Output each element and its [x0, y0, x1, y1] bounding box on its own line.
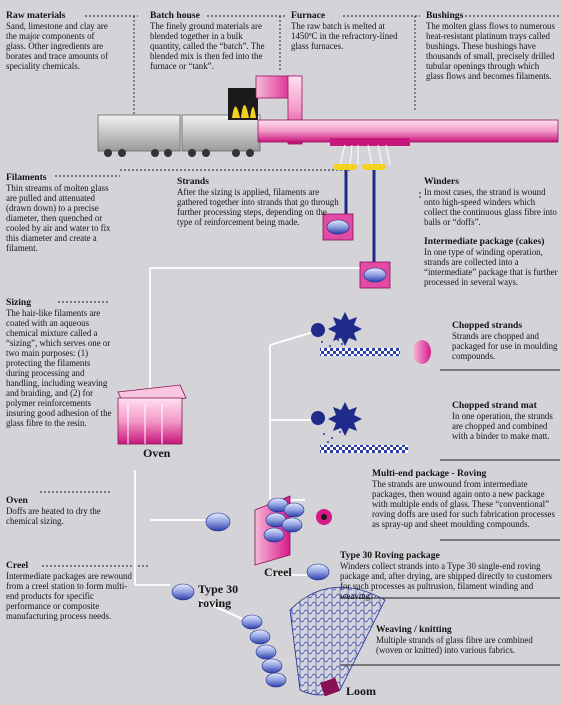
bushings-text: The molten glass flows to numerous heat-… — [426, 21, 555, 81]
winders-block: Winders In most cases, the strand is wou… — [424, 176, 558, 227]
chopped-strands-shape — [311, 312, 431, 364]
multi-end-roving-block: Multi-end package - Roving The strands a… — [372, 468, 560, 529]
intermediate-package-text: In one type of winding operation, strand… — [424, 247, 558, 287]
type30-roving-title: Type 30 Roving package — [340, 550, 440, 561]
chopped-mat-title: Chopped strand mat — [452, 400, 537, 411]
batch-trucks — [97, 114, 261, 157]
oven-label: Oven — [143, 446, 171, 460]
weaving-knitting-title: Weaving / knitting — [376, 624, 452, 635]
chopped-mat-shape — [311, 402, 408, 453]
sizing-title: Sizing — [6, 297, 32, 308]
creel-label: Creel — [264, 565, 292, 579]
intermediate-package-block: Intermediate package (cakes) In one type… — [424, 236, 558, 287]
type30-roving-block: Type 30 Roving package Winders collect s… — [340, 550, 558, 601]
furnace-text: The raw batch is melted at 1450ºC in the… — [291, 21, 398, 51]
oven-shape — [117, 384, 187, 445]
intermediate-package-title: Intermediate package (cakes) — [424, 236, 545, 247]
multi-end-roving-text: The strands are unwound from intermediat… — [372, 479, 555, 529]
strands-title: Strands — [177, 176, 209, 187]
bushings-title: Bushings — [426, 10, 464, 21]
chopped-mat-block: Chopped strand mat In one operation, the… — [452, 400, 560, 441]
strands-text: After the sizing is applied, filaments a… — [177, 187, 339, 227]
filaments-text: Thin streams of molten glass are pulled … — [6, 183, 111, 253]
creel-block: Creel Intermediate packages are rewound … — [6, 560, 132, 621]
sizing-block: Sizing The hair-like filaments are coate… — [6, 297, 112, 428]
type30-label-line2: roving — [198, 596, 232, 610]
batch-house-text: The finely ground materials are blended … — [150, 21, 265, 71]
type30-label-line1: Type 30 — [198, 582, 239, 596]
oven-title: Oven — [6, 495, 28, 506]
filaments-title: Filaments — [6, 172, 47, 183]
chopped-mat-text: In one operation, the strands are choppe… — [452, 411, 553, 441]
creel-text: Intermediate packages are rewound from a… — [6, 571, 132, 621]
bushings-block: Bushings The molten glass flows to numer… — [426, 10, 556, 81]
raw-materials-block: Raw materials Sand, limestone and clay a… — [6, 10, 116, 71]
creel-title: Creel — [6, 560, 29, 571]
oven-block: Oven Doffs are heated to dry the chemica… — [6, 495, 102, 526]
weaving-knitting-block: Weaving / knitting Multiple strands of g… — [376, 624, 558, 655]
raw-materials-text: Sand, limestone and clay are the major c… — [6, 21, 109, 71]
furnace-block: Furnace The raw batch is melted at 1450º… — [291, 10, 401, 51]
type30-shape — [171, 563, 330, 601]
batch-house-block: Batch house The finely ground materials … — [150, 10, 268, 71]
winders-text: In most cases, the strand is wound onto … — [424, 187, 557, 227]
furnace-shape — [255, 75, 559, 146]
leader-lines — [40, 15, 560, 567]
multi-end-roving-title: Multi-end package - Roving — [372, 468, 487, 479]
loom-shape — [241, 586, 386, 697]
creel-shape — [205, 495, 332, 566]
batch-house-title: Batch house — [150, 10, 200, 21]
batch-feeder — [228, 88, 258, 120]
winders-title: Winders — [424, 176, 460, 187]
strands-block: Strands After the sizing is applied, fil… — [177, 176, 342, 227]
chopped-strands-block: Chopped strands Strands are chopped and … — [452, 320, 560, 361]
winder-shapes — [322, 213, 391, 289]
chopped-strands-title: Chopped strands — [452, 320, 523, 331]
chopped-strands-text: Strands are chopped and packaged for use… — [452, 331, 558, 361]
type30-roving-text: Winders collect strands into a Type 30 s… — [340, 561, 552, 601]
weaving-knitting-text: Multiple strands of glass fibre are comb… — [376, 635, 533, 655]
oven-text: Doffs are heated to dry the chemical siz… — [6, 506, 101, 526]
sizing-text: The hair-like filaments are coated with … — [6, 308, 112, 428]
loom-label: Loom — [346, 684, 376, 698]
raw-materials-title: Raw materials — [6, 10, 66, 21]
filaments-block: Filaments Thin streams of molten glass a… — [6, 172, 114, 253]
furnace-title: Furnace — [291, 10, 326, 21]
bushings-shape — [333, 144, 391, 262]
